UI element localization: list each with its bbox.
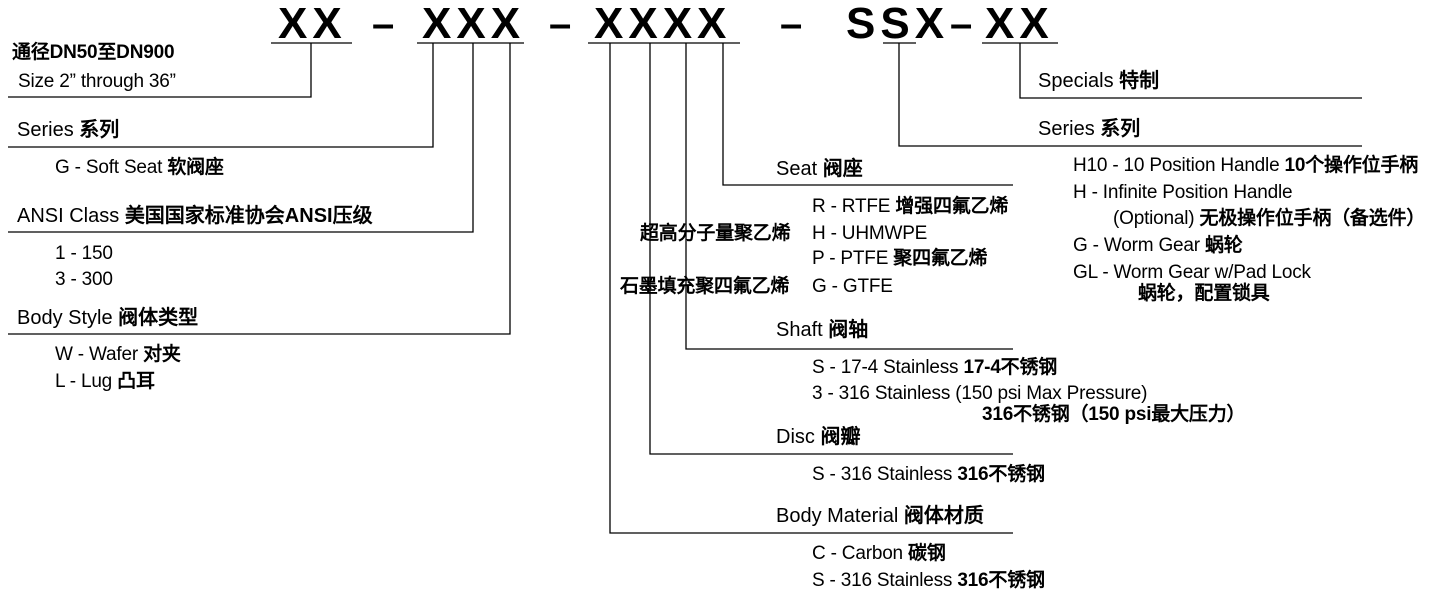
ansi-class-heading: ANSI Class 美国国家标准协会ANSI压级: [17, 205, 373, 227]
code-segment-size: XX: [278, 0, 347, 48]
body-material-option-s: S - 316 Stainless 316不锈钢: [812, 570, 1045, 591]
seat-option-r: R - RTFE 增强四氟乙烯: [812, 196, 1009, 217]
seat-option-g-cn: 石墨填充聚四氟乙烯: [620, 276, 790, 297]
operator-series-heading: Series 系列: [1038, 118, 1141, 140]
operator-option-gl: GL - Worm Gear w/Pad Lock: [1073, 262, 1311, 283]
code-dash: –: [549, 2, 572, 46]
body-material-option-c: C - Carbon 碳钢: [812, 543, 946, 564]
disc-heading: Disc 阀瓣: [776, 426, 861, 448]
seat-option-g: G - GTFE: [812, 276, 893, 297]
size-label-en: Size 2” through 36”: [18, 71, 176, 92]
operator-option-h: H - Infinite Position Handle: [1073, 182, 1293, 203]
size-label-cn: 通径DN50至DN900: [12, 42, 175, 63]
seat-heading: Seat 阀座: [776, 158, 863, 180]
code-dash: –: [372, 2, 395, 46]
code-segment-series-class-style: XXX: [422, 0, 526, 48]
series-option-g: G - Soft Seat 软阀座: [55, 157, 224, 178]
operator-option-gl-note: 蜗轮，配置锁具: [1138, 283, 1270, 304]
seat-option-h-cn: 超高分子量聚乙烯: [640, 223, 791, 244]
operator-option-h10: H10 - 10 Position Handle 10个操作位手柄: [1073, 155, 1419, 176]
code-dash: –: [950, 2, 973, 46]
body-style-option-w: W - Wafer 对夹: [55, 344, 181, 365]
shaft-heading: Shaft 阀轴: [776, 319, 869, 341]
disc-option-s: S - 316 Stainless 316不锈钢: [812, 464, 1045, 485]
code-segment-materials: XXXX: [594, 0, 732, 48]
seat-option-h: H - UHMWPE: [812, 223, 928, 244]
body-style-heading: Body Style 阀体类型: [17, 307, 199, 329]
operator-option-g: G - Worm Gear 蜗轮: [1073, 235, 1243, 256]
series-heading: Series 系列: [17, 119, 120, 141]
ansi-option-3: 3 - 300: [55, 269, 113, 290]
code-segment-specials: XX: [985, 0, 1054, 48]
shaft-option-s: S - 17-4 Stainless 17-4不锈钢: [812, 357, 1058, 378]
body-material-heading: Body Material 阀体材质: [776, 505, 984, 527]
ansi-option-1: 1 - 150: [55, 243, 113, 264]
body-style-option-l: L - Lug 凸耳: [55, 371, 155, 392]
code-segment-operator: SSX: [846, 0, 950, 48]
operator-option-h-note: (Optional) 无极操作位手柄（备选件）: [1113, 208, 1426, 229]
seat-option-p: P - PTFE 聚四氟乙烯: [812, 248, 988, 269]
code-dash: –: [780, 2, 803, 46]
shaft-option-3-note: 316不锈钢（150 psi最大压力）: [982, 404, 1246, 425]
shaft-option-3: 3 - 316 Stainless (150 psi Max Pressure): [812, 383, 1148, 404]
specials-heading: Specials 特制: [1038, 70, 1160, 92]
